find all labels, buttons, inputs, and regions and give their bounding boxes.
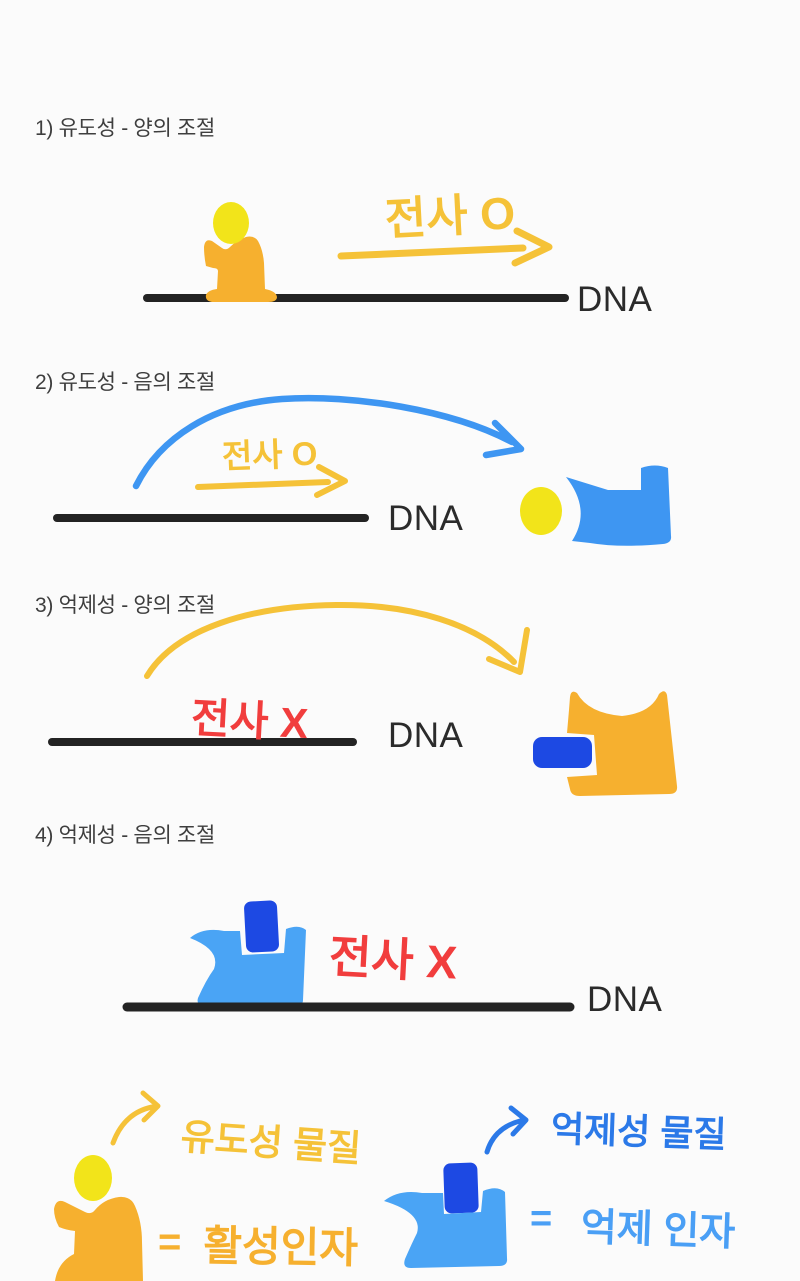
binding-arc-arrow-3 bbox=[144, 601, 530, 679]
transcription-label-4: 전사 X bbox=[327, 929, 459, 989]
legend-right-label: 억제성 물질 bbox=[550, 1107, 728, 1156]
repressor-shape-3 bbox=[567, 691, 678, 796]
legend-repressor-shape bbox=[384, 1188, 508, 1268]
legend-right-alias: 억제 인자 bbox=[580, 1205, 736, 1255]
repressor-shape-4 bbox=[190, 926, 306, 1006]
transcription-label-2: 전사 O bbox=[221, 434, 319, 475]
activator-figure-body-1 bbox=[204, 236, 277, 302]
legend-activator-body bbox=[54, 1196, 143, 1281]
transcription-label-1: 전사 O bbox=[383, 187, 517, 245]
legend-left-alias: 활성인자 bbox=[203, 1221, 359, 1272]
activator-figure-head-1 bbox=[213, 202, 249, 244]
transcription-arrow-2 bbox=[195, 464, 348, 498]
inducer-ball-2 bbox=[520, 487, 562, 535]
section-3-heading: 3) 억제성 - 양의 조절 bbox=[35, 594, 216, 617]
dna-label-3: DNA bbox=[388, 716, 464, 755]
section-4-heading: 4) 억제성 - 음의 조절 bbox=[35, 824, 216, 847]
dna-label-1: DNA bbox=[577, 280, 653, 319]
section-1-heading: 1) 유도성 - 양의 조절 bbox=[35, 117, 216, 140]
legend-left-arrow bbox=[110, 1090, 161, 1146]
corepressor-block-3 bbox=[533, 737, 592, 768]
legend-corepressor-block bbox=[443, 1162, 479, 1214]
legend-activator-head bbox=[74, 1155, 112, 1201]
transcription-label-3: 전사 X bbox=[190, 693, 310, 748]
dna-label-2: DNA bbox=[388, 499, 464, 538]
transcription-arrow-1 bbox=[337, 227, 553, 267]
corepressor-block-4 bbox=[244, 900, 279, 953]
legend-right-equals: = bbox=[530, 1198, 553, 1240]
dna-label-4: DNA bbox=[587, 980, 663, 1019]
legend-left-equals: = bbox=[158, 1220, 182, 1264]
legend-right-arrow bbox=[484, 1105, 529, 1155]
repressor-shape-2 bbox=[566, 465, 672, 546]
release-arc-arrow-2 bbox=[132, 394, 525, 490]
section-2-heading: 2) 유도성 - 음의 조절 bbox=[35, 371, 216, 394]
